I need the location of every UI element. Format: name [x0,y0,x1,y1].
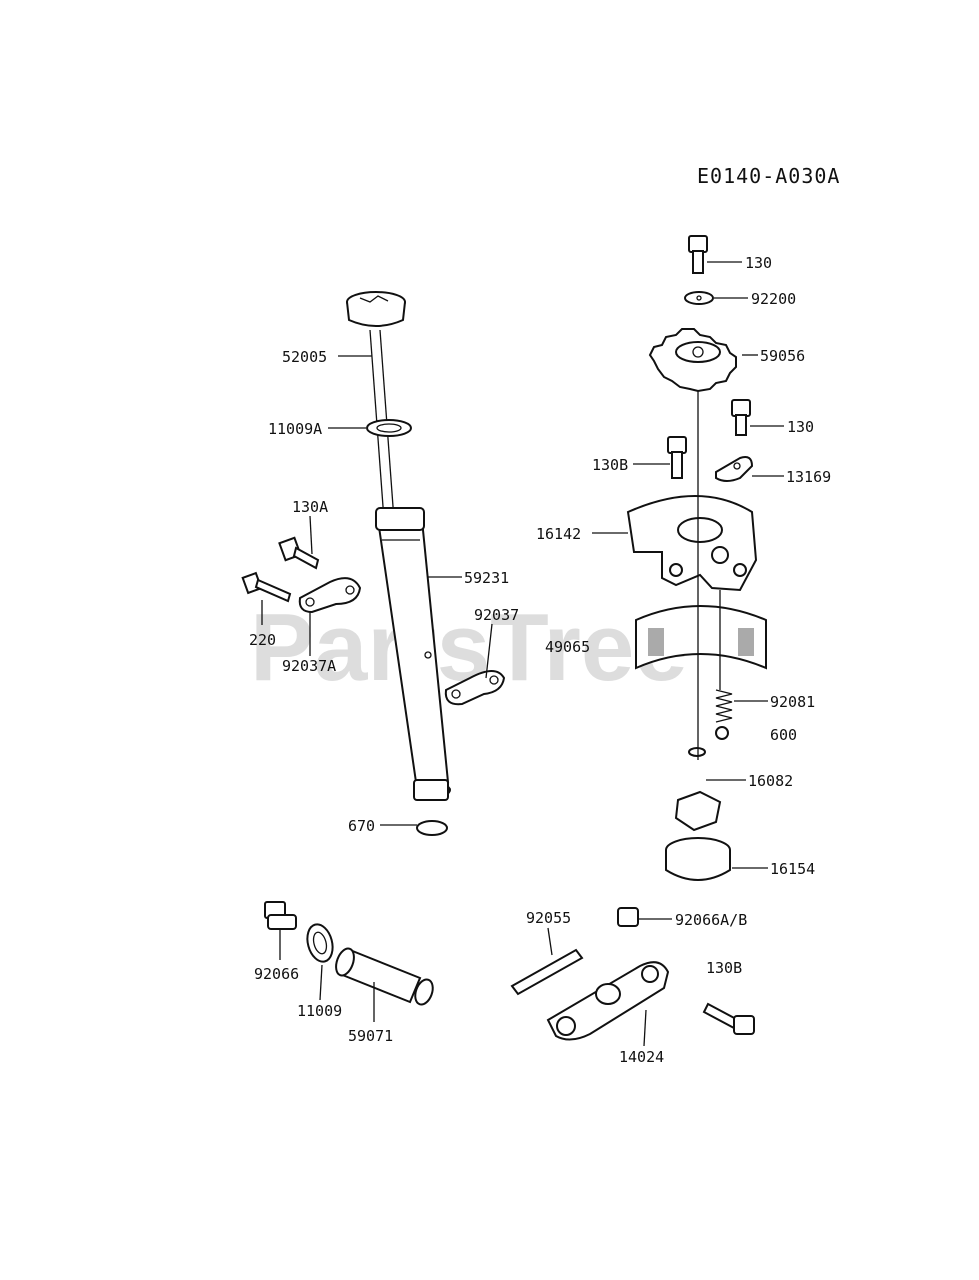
rotor-16154[interactable] [665,837,731,881]
label-92066ab[interactable]: 92066A/B [675,911,747,929]
label-52005[interactable]: 52005 [282,348,327,366]
label-130a[interactable]: 130A [292,498,328,516]
label-670[interactable]: 670 [348,817,375,835]
spring-92081[interactable] [715,689,733,723]
plate-13169[interactable] [715,456,754,482]
label-16154[interactable]: 16154 [770,860,815,878]
label-16082[interactable]: 16082 [748,772,793,790]
label-92055[interactable]: 92055 [526,909,571,927]
oil-filler-tube[interactable] [375,507,451,801]
bolt-130-right[interactable] [731,399,751,436]
washer-92200[interactable] [684,291,714,305]
lever-14024[interactable] [546,961,670,1041]
label-16142[interactable]: 16142 [536,525,581,543]
plug-92066[interactable] [264,901,297,930]
ring-16082[interactable] [688,747,706,757]
label-220[interactable]: 220 [249,631,276,649]
dipstick-cap[interactable] [346,291,406,327]
bolt-130b-bottom[interactable] [702,1002,755,1035]
label-59071[interactable]: 59071 [348,1027,393,1045]
oil-filter-59071[interactable] [333,946,436,1007]
pump-housing-16142[interactable] [626,495,758,592]
label-13169[interactable]: 13169 [786,468,831,486]
label-59231[interactable]: 59231 [464,569,509,587]
oring-670[interactable] [416,820,448,836]
ball-600[interactable] [715,726,729,740]
label-130b[interactable]: 130B [592,456,628,474]
seal-92066ab[interactable] [617,907,639,927]
label-92037a[interactable]: 92037A [282,657,336,675]
label-92066[interactable]: 92066 [254,965,299,983]
label-92037[interactable]: 92037 [474,606,519,624]
clamp-92037a[interactable] [298,577,362,614]
label-130[interactable]: 130 [745,254,772,272]
label-130b-bottom[interactable]: 130B [706,959,742,977]
bolt-130-top[interactable] [688,235,708,274]
label-49065[interactable]: 49065 [545,638,590,656]
label-600[interactable]: 600 [770,726,797,744]
label-11009[interactable]: 11009 [297,1002,342,1020]
label-14024[interactable]: 14024 [619,1048,664,1066]
screen-49065[interactable] [635,605,767,670]
label-92200[interactable]: 92200 [751,290,796,308]
label-59056[interactable]: 59056 [760,347,805,365]
dipstick-oring-11009a[interactable] [366,419,412,437]
label-130[interactable]: 130 [787,418,814,436]
rotor-inner[interactable] [674,790,722,832]
label-11009a[interactable]: 11009A [268,420,322,438]
bolt-220[interactable] [241,571,292,603]
clamp-92037[interactable] [444,670,506,706]
diagram-code: E0140-A030A [697,164,840,188]
leader-lines [261,261,784,1047]
washer-11009[interactable] [303,922,336,965]
bolt-130a[interactable] [278,536,320,570]
band-92055[interactable] [510,948,584,996]
gear-59056[interactable] [648,328,737,393]
bolt-130b[interactable] [667,436,687,479]
label-92081[interactable]: 92081 [770,693,815,711]
